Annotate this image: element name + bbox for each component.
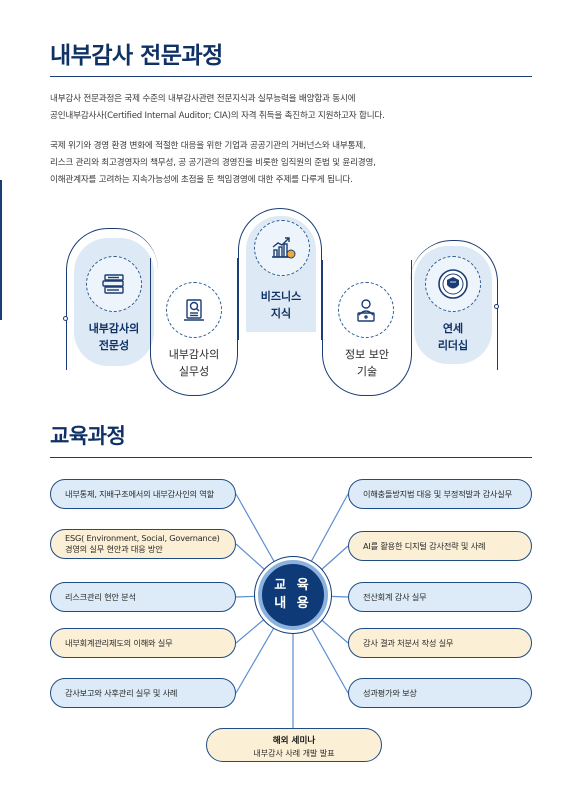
course-item: ESG( Environment, Social, Governance) 경영…: [50, 529, 236, 559]
intro-line: 이해관계자를 고려하는 지속가능성에 초점을 둔 책임경영에 대한 주제를 다루…: [50, 175, 353, 185]
pillar-label: 연세 리더십: [437, 322, 469, 352]
hub-line: 내 용: [274, 596, 312, 611]
intro-line: 리스크 관리와 최고경영자의 책무성, 공 공기관의 경영진을 비롯한 임직원의…: [50, 158, 376, 168]
intro-line: 국제 위기와 경영 환경 변화에 적절한 대응을 위한 기업과 공공기관의 거버…: [50, 141, 366, 151]
connector-dot: [494, 304, 499, 309]
left-edge-bar: [0, 180, 2, 320]
pillar-outline: [66, 228, 158, 370]
pillar-label: 내부감사의 전문성: [88, 322, 140, 352]
course-item: 리스크관리 현안 분석: [50, 582, 236, 612]
curriculum-title: 교육과정: [50, 424, 126, 448]
title-divider: [50, 76, 532, 77]
page-title: 내부감사 전문과정: [50, 43, 223, 69]
connector-dot: [63, 316, 68, 321]
books-icon: [86, 256, 142, 312]
seminar-subtitle: 내부감사 사례 개발 발표: [253, 749, 335, 758]
course-item: 감사 결과 처분서 작성 실무: [348, 628, 532, 658]
pillar-label: 내부감사의 실무성: [168, 348, 220, 378]
intro-paragraph-1: 내부감사 전문과정은 국제 수준의 내부감사관련 전문지식과 실무능력을 배양함…: [50, 91, 530, 125]
pillar-outline: [238, 208, 322, 340]
course-item: 내부회계관리제도의 이해와 실무: [50, 628, 236, 658]
pillar-outline: [150, 258, 238, 396]
course-item: 감사보고와 사후관리 실무 및 사례: [50, 678, 236, 708]
document-magnifier-icon: [166, 282, 222, 338]
curriculum-divider: [50, 457, 532, 458]
intro-paragraph-2: 국제 위기와 경영 환경 변화에 적절한 대응을 위한 기업과 공공기관의 거버…: [50, 138, 530, 189]
seminar-title: 해외 세미나: [272, 736, 316, 746]
course-item: 전산회계 감사 실무: [348, 582, 532, 612]
course-item: 내부통제, 지배구조에서의 내부감사인의 역할: [50, 479, 236, 509]
course-item: AI를 활용한 디지털 감사전략 및 사례: [348, 531, 532, 561]
intro-line: 내부감사 전문과정은 국제 수준의 내부감사관련 전문지식과 실무능력을 배양함…: [50, 94, 356, 104]
pillar-label: 정보 보안 기술: [345, 348, 389, 378]
course-item: 성과평가와 보상: [348, 678, 532, 708]
pillar-label: 비즈니스 지식: [260, 290, 302, 320]
hub-line: 교 육: [274, 578, 312, 593]
intro-line: 공인내부감사사(Certified Internal Auditor; CIA)…: [50, 111, 385, 121]
university-seal-icon: [425, 256, 481, 312]
overseas-seminar-box: 해외 세미나 내부감사 사례 개발 발표: [206, 728, 382, 762]
course-item: 이해충돌방지법 대응 및 부정적발과 감사실무: [348, 479, 532, 509]
person-laptop-icon: [338, 282, 394, 338]
curriculum-center-hub: 교 육 내 용: [258, 560, 328, 630]
growth-chart-icon: [254, 220, 310, 276]
